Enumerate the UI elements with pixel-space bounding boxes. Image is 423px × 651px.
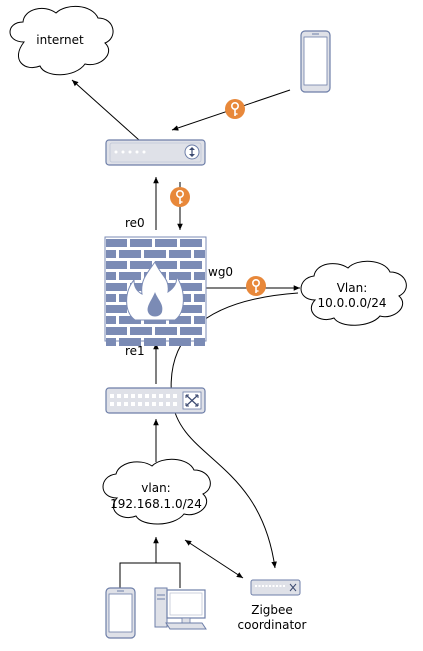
vlan-wg-cloud[interactable]: Vlan: 10.0.0.0/24 xyxy=(300,260,407,326)
desktop-computer[interactable] xyxy=(154,587,207,630)
smartphone-icon xyxy=(300,30,331,93)
smartphone-top[interactable] xyxy=(300,30,331,93)
desktop-computer-icon xyxy=(154,587,207,630)
zigbee-coordinator[interactable]: Zigbee coordinator xyxy=(238,579,307,632)
vpn-key-badge-3 xyxy=(246,276,266,296)
interface-label-wg0: wg0 xyxy=(208,265,233,279)
vlan-lan-label-line1: vlan: xyxy=(141,481,170,495)
vpn-key-icon xyxy=(246,276,266,296)
cloud-icon xyxy=(300,260,407,326)
interface-label-re0: re0 xyxy=(125,216,145,230)
zigbee-label-line1: Zigbee xyxy=(251,603,293,617)
zigbee-label-line2: coordinator xyxy=(238,618,307,632)
edge-devices-to-lan xyxy=(119,562,181,588)
switch[interactable] xyxy=(105,387,206,414)
edge-router-to-internet xyxy=(71,79,140,141)
router-icon xyxy=(105,139,206,166)
cloud-icon xyxy=(9,5,114,76)
interface-label-re1: re1 xyxy=(125,344,145,358)
vlan-lan-label-line2: 192.168.1.0/24 xyxy=(110,497,202,511)
router[interactable] xyxy=(105,139,206,166)
cloud-icon xyxy=(102,458,211,525)
internet-cloud[interactable]: internet xyxy=(9,5,114,76)
vpn-key-badge-1 xyxy=(225,99,245,119)
firewall-icon xyxy=(104,236,207,346)
vlan-wg-label-line1: Vlan: xyxy=(337,281,368,295)
switch-icon xyxy=(105,387,206,414)
zigbee-hub-icon xyxy=(250,579,301,596)
vpn-key-icon xyxy=(225,99,245,119)
edge-lan-zigbee xyxy=(184,539,244,579)
firewall[interactable] xyxy=(104,236,207,346)
smartphone-bottom[interactable] xyxy=(105,587,136,639)
vlan-lan-cloud[interactable]: vlan: 192.168.1.0/24 xyxy=(102,458,211,525)
internet-label: internet xyxy=(36,33,84,47)
smartphone-icon xyxy=(105,587,136,639)
vpn-key-icon xyxy=(170,187,190,207)
vlan-wg-label-line2: 10.0.0.0/24 xyxy=(318,296,387,310)
vpn-key-badge-2 xyxy=(170,187,190,207)
